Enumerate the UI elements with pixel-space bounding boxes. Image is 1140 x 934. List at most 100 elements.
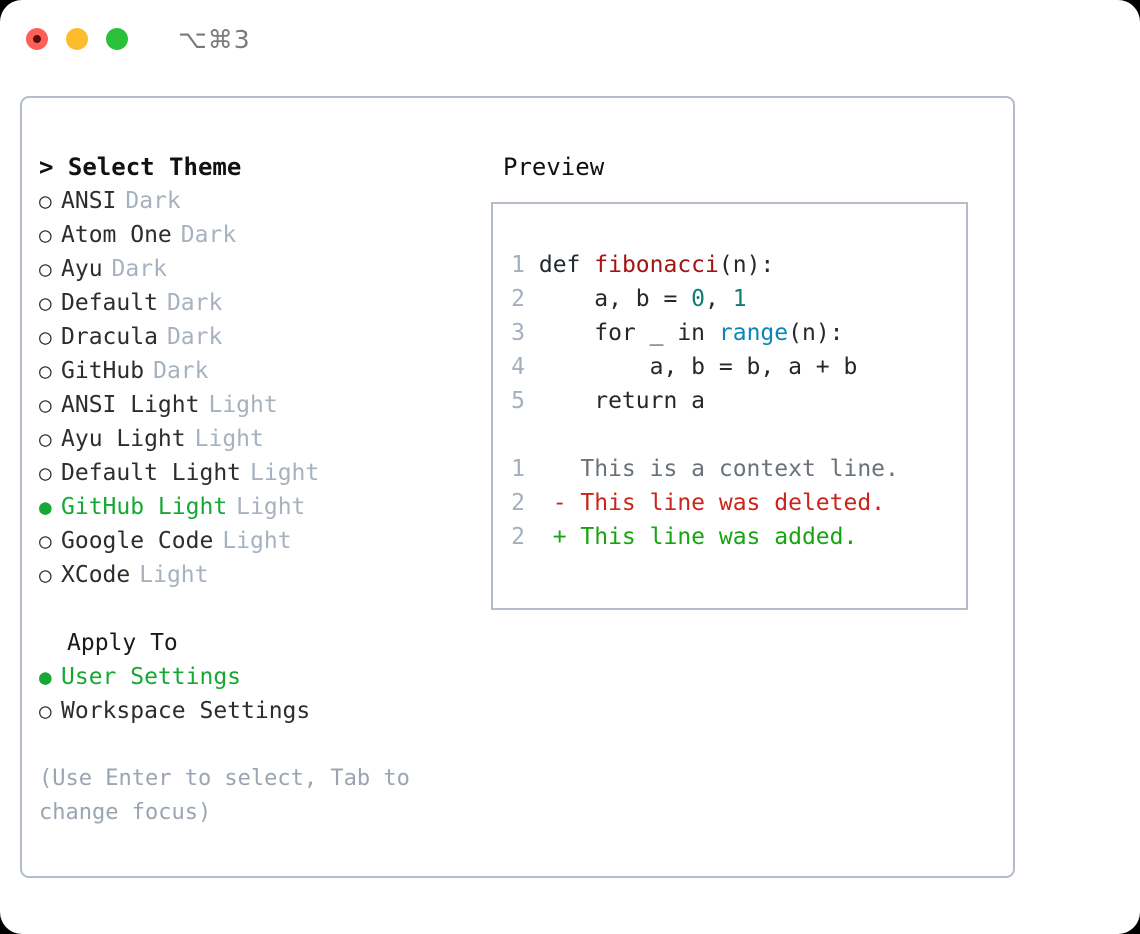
radio-unselected-icon: ○ (39, 529, 52, 553)
theme-item-label: Ayu Light (61, 426, 186, 452)
code-line: 1 def fibonacci(n): (511, 248, 899, 282)
theme-item-variant: Light (236, 494, 306, 520)
apply-item-label: User Settings (61, 664, 242, 690)
keyboard-hint-text: (Use Enter to select, Tab to change focu… (39, 766, 410, 825)
theme-item-11[interactable]: ○ XCode Light (39, 558, 479, 592)
line-number: 2 (511, 286, 525, 312)
theme-item-4[interactable]: ○ Dracula Dark (39, 320, 479, 354)
preview-heading: Preview (503, 153, 605, 181)
radio-unselected-icon: ○ (39, 325, 52, 349)
code-token: def (525, 252, 595, 278)
radio-unselected-icon: ○ (39, 699, 52, 723)
minimize-button[interactable] (66, 28, 88, 50)
code-line: 3 for _ in range(n): (511, 316, 899, 350)
theme-item-7[interactable]: ○ Ayu Light Light (39, 422, 479, 456)
theme-item-variant: Light (250, 460, 320, 486)
zoom-button[interactable] (106, 28, 128, 50)
theme-item-variant: Light (222, 528, 292, 554)
window-controls (26, 28, 128, 50)
radio-unselected-icon: ○ (39, 427, 52, 451)
apply-item-0[interactable]: ● User Settings (39, 660, 479, 694)
line-number: 4 (511, 354, 525, 380)
diff-line-ctx: 1 This is a context line. (511, 452, 899, 486)
code-line: 2 a, b = 0, 1 (511, 282, 899, 316)
line-number: 3 (511, 320, 525, 346)
code-token: a, b = b, a + b (525, 354, 858, 380)
code-token: a, b = (525, 286, 692, 312)
diff-text: + This line was added. (525, 524, 858, 550)
code-token: (n): (788, 320, 844, 346)
radio-unselected-icon: ○ (39, 257, 52, 281)
theme-item-variant: Dark (125, 188, 181, 214)
diff-text: This is a context line. (525, 456, 899, 482)
theme-item-label: Dracula (61, 324, 158, 350)
theme-item-label: Google Code (61, 528, 214, 554)
diff-text: - This line was deleted. (525, 490, 886, 516)
keyboard-shortcut-label: ⌥⌘3 (178, 24, 251, 54)
close-button[interactable] (26, 28, 48, 50)
radio-selected-icon: ● (39, 665, 52, 689)
theme-item-label: ANSI (61, 188, 117, 214)
theme-item-variant: Dark (111, 256, 167, 282)
theme-item-variant: Dark (166, 290, 223, 316)
code-token: for _ in (525, 320, 719, 346)
radio-unselected-icon: ○ (39, 189, 52, 213)
code-token: 1 (732, 286, 747, 312)
theme-item-0[interactable]: ○ ANSI Dark (39, 184, 479, 218)
code-token: return a (525, 388, 706, 414)
preview-column: Preview (503, 150, 993, 184)
line-number: 5 (511, 388, 525, 414)
theme-item-3[interactable]: ○ Default Dark (39, 286, 479, 320)
code-token: 0 (691, 286, 706, 312)
code-token: , (705, 286, 733, 312)
radio-selected-icon: ● (39, 495, 52, 519)
theme-item-5[interactable]: ○ GitHub Dark (39, 354, 479, 388)
diff-line-add: 2 + This line was added. (511, 520, 899, 554)
theme-item-label: ANSI Light (61, 392, 200, 418)
apply-to-list[interactable]: ● User Settings ○ Workspace Settings (39, 660, 479, 728)
radio-unselected-icon: ○ (39, 461, 52, 485)
theme-item-label: Ayu (61, 256, 103, 282)
theme-item-variant: Light (208, 392, 278, 418)
theme-item-2[interactable]: ○ Ayu Dark (39, 252, 479, 286)
select-theme-heading: > Select Theme (39, 153, 242, 181)
radio-unselected-icon: ○ (39, 393, 52, 417)
theme-item-label: Default (61, 290, 158, 316)
apply-to-heading: Apply To (67, 630, 178, 656)
line-number: 2 (511, 524, 525, 550)
theme-item-variant: Light (194, 426, 264, 452)
theme-item-label: XCode (61, 562, 131, 588)
theme-item-variant: Dark (166, 324, 223, 350)
theme-item-variant: Light (139, 562, 209, 588)
theme-item-label: GitHub (61, 358, 145, 384)
theme-item-8[interactable]: ○ Default Light Light (39, 456, 479, 490)
line-number: 1 (511, 456, 525, 482)
line-number: 1 (511, 252, 525, 278)
radio-unselected-icon: ○ (39, 563, 52, 587)
theme-item-6[interactable]: ○ ANSI Light Light (39, 388, 479, 422)
apply-item-label: Workspace Settings (61, 698, 311, 724)
line-number: 2 (511, 490, 525, 516)
theme-item-variant: Dark (153, 358, 209, 384)
theme-item-10[interactable]: ○ Google Code Light (39, 524, 479, 558)
diff-line-del: 2 - This line was deleted. (511, 486, 899, 520)
code-line: 5 return a (511, 384, 899, 418)
apply-item-1[interactable]: ○ Workspace Settings (39, 694, 479, 728)
theme-item-label: Default Light (61, 460, 242, 486)
code-token: (n): (718, 252, 775, 278)
radio-unselected-icon: ○ (39, 291, 52, 315)
code-line: 4 a, b = b, a + b (511, 350, 899, 384)
preview-separator (511, 418, 899, 452)
radio-unselected-icon: ○ (39, 359, 52, 383)
theme-item-variant: Dark (180, 222, 237, 248)
title-bar: ⌥⌘3 (0, 0, 1140, 78)
radio-unselected-icon: ○ (39, 223, 52, 247)
